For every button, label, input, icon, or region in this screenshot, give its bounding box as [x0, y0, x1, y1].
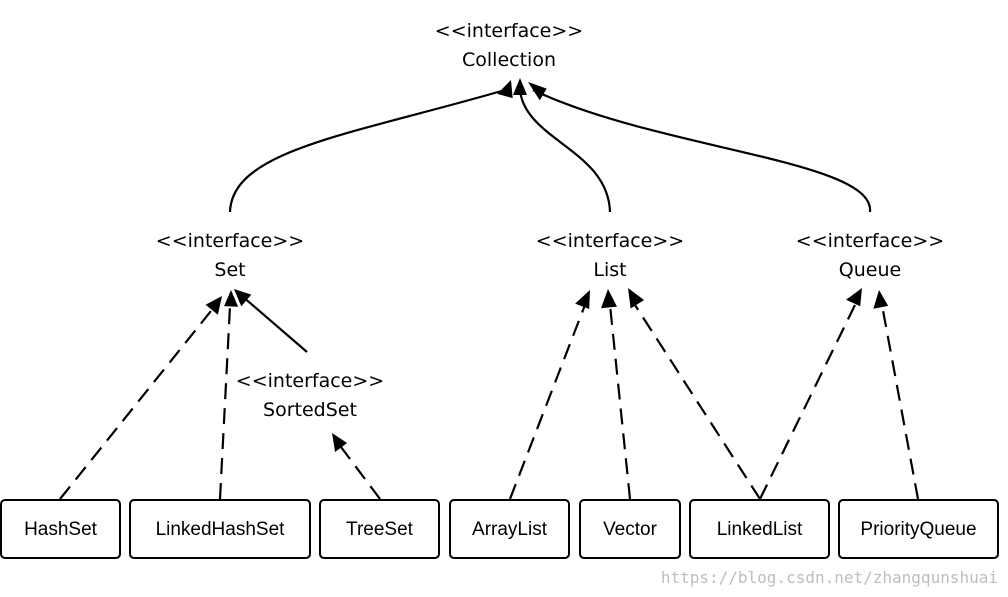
- interface-list-stereotype: <<interface>>: [536, 230, 684, 252]
- interface-queue-name: Queue: [839, 259, 901, 281]
- edge-hashset-to-set: [59, 305, 216, 500]
- interface-queue: <<interface>> Queue: [796, 230, 944, 281]
- interface-sortedset-stereotype: <<interface>>: [236, 370, 384, 392]
- class-vector-box: [579, 499, 681, 559]
- class-hashset: HashSet: [0, 499, 121, 559]
- edges: [59, 88, 920, 500]
- arrowhead-sortedset-set: [234, 289, 252, 307]
- interface-collection-name: Collection: [462, 49, 556, 71]
- interface-set-name: Set: [214, 259, 245, 281]
- arrowhead-priorityqueue-queue: [873, 290, 889, 309]
- arrowhead-set-collection: [497, 80, 513, 99]
- class-linkedlist: LinkedList: [689, 499, 830, 559]
- edge-arraylist-to-list: [508, 304, 587, 500]
- arrowhead-linkedlist-list: [628, 288, 645, 309]
- class-vector: Vector: [579, 499, 681, 559]
- edge-vector-to-list: [608, 304, 632, 500]
- watermark-text: https://blog.csdn.net/zhangqunshuai: [661, 568, 998, 587]
- arrowheads: [205, 78, 889, 452]
- arrowhead-linkedhashset-set: [224, 290, 239, 307]
- class-arraylist-box: [449, 499, 570, 559]
- class-linkedhashset-label: LinkedHashSet: [156, 519, 286, 540]
- arrowhead-vector-list: [601, 289, 617, 309]
- class-linkedlist-box: [689, 499, 830, 559]
- edge-treeset-to-sortedset: [337, 442, 381, 500]
- edge-sortedset-to-set: [241, 295, 308, 353]
- class-treeset-box: [319, 499, 440, 559]
- class-hashset-box: [0, 499, 121, 559]
- interface-collection-stereotype: <<interface>>: [435, 20, 583, 42]
- interface-queue-stereotype: <<interface>>: [796, 230, 944, 252]
- interface-list-name: List: [593, 259, 626, 281]
- class-linkedhashset-box: [129, 499, 311, 559]
- class-linkedhashset: LinkedHashSet: [129, 499, 311, 559]
- class-vector-label: Vector: [603, 519, 658, 540]
- class-priorityqueue: PriorityQueue: [838, 499, 999, 559]
- interface-list: <<interface>> List: [536, 230, 684, 281]
- class-arraylist: ArrayList: [449, 499, 570, 559]
- edge-set-to-collection: [228, 88, 506, 213]
- arrowhead-arraylist-list: [575, 290, 590, 309]
- arrowhead-treeset-sortedset: [332, 433, 348, 452]
- edge-priorityqueue-to-queue: [880, 304, 920, 500]
- edge-list-to-collection: [518, 89, 612, 213]
- interface-set: <<interface>> Set: [156, 230, 304, 281]
- edge-linkedlist-to-list: [634, 304, 761, 500]
- interface-collection: <<interface>> Collection: [435, 20, 583, 71]
- edge-linkedlist-to-queue: [759, 304, 856, 500]
- edge-linkedhashset-to-set: [218, 305, 232, 500]
- class-hashset-label: HashSet: [24, 519, 98, 540]
- edge-queue-to-collection: [532, 89, 872, 213]
- class-priorityqueue-box: [838, 499, 999, 559]
- class-arraylist-label: ArrayList: [472, 519, 548, 540]
- arrowhead-queue-collection: [528, 82, 547, 101]
- interface-sortedset: <<interface>> SortedSet: [236, 370, 384, 421]
- arrowhead-hashset-set: [205, 296, 222, 315]
- class-treeset: TreeSet: [319, 499, 440, 559]
- arrowhead-linkedlist-queue: [846, 288, 862, 307]
- arrowhead-list-collection: [513, 78, 527, 95]
- interface-set-stereotype: <<interface>>: [156, 230, 304, 252]
- class-linkedlist-label: LinkedList: [717, 519, 803, 540]
- class-priorityqueue-label: PriorityQueue: [860, 519, 976, 540]
- interface-sortedset-name: SortedSet: [263, 399, 357, 421]
- class-treeset-label: TreeSet: [346, 519, 414, 540]
